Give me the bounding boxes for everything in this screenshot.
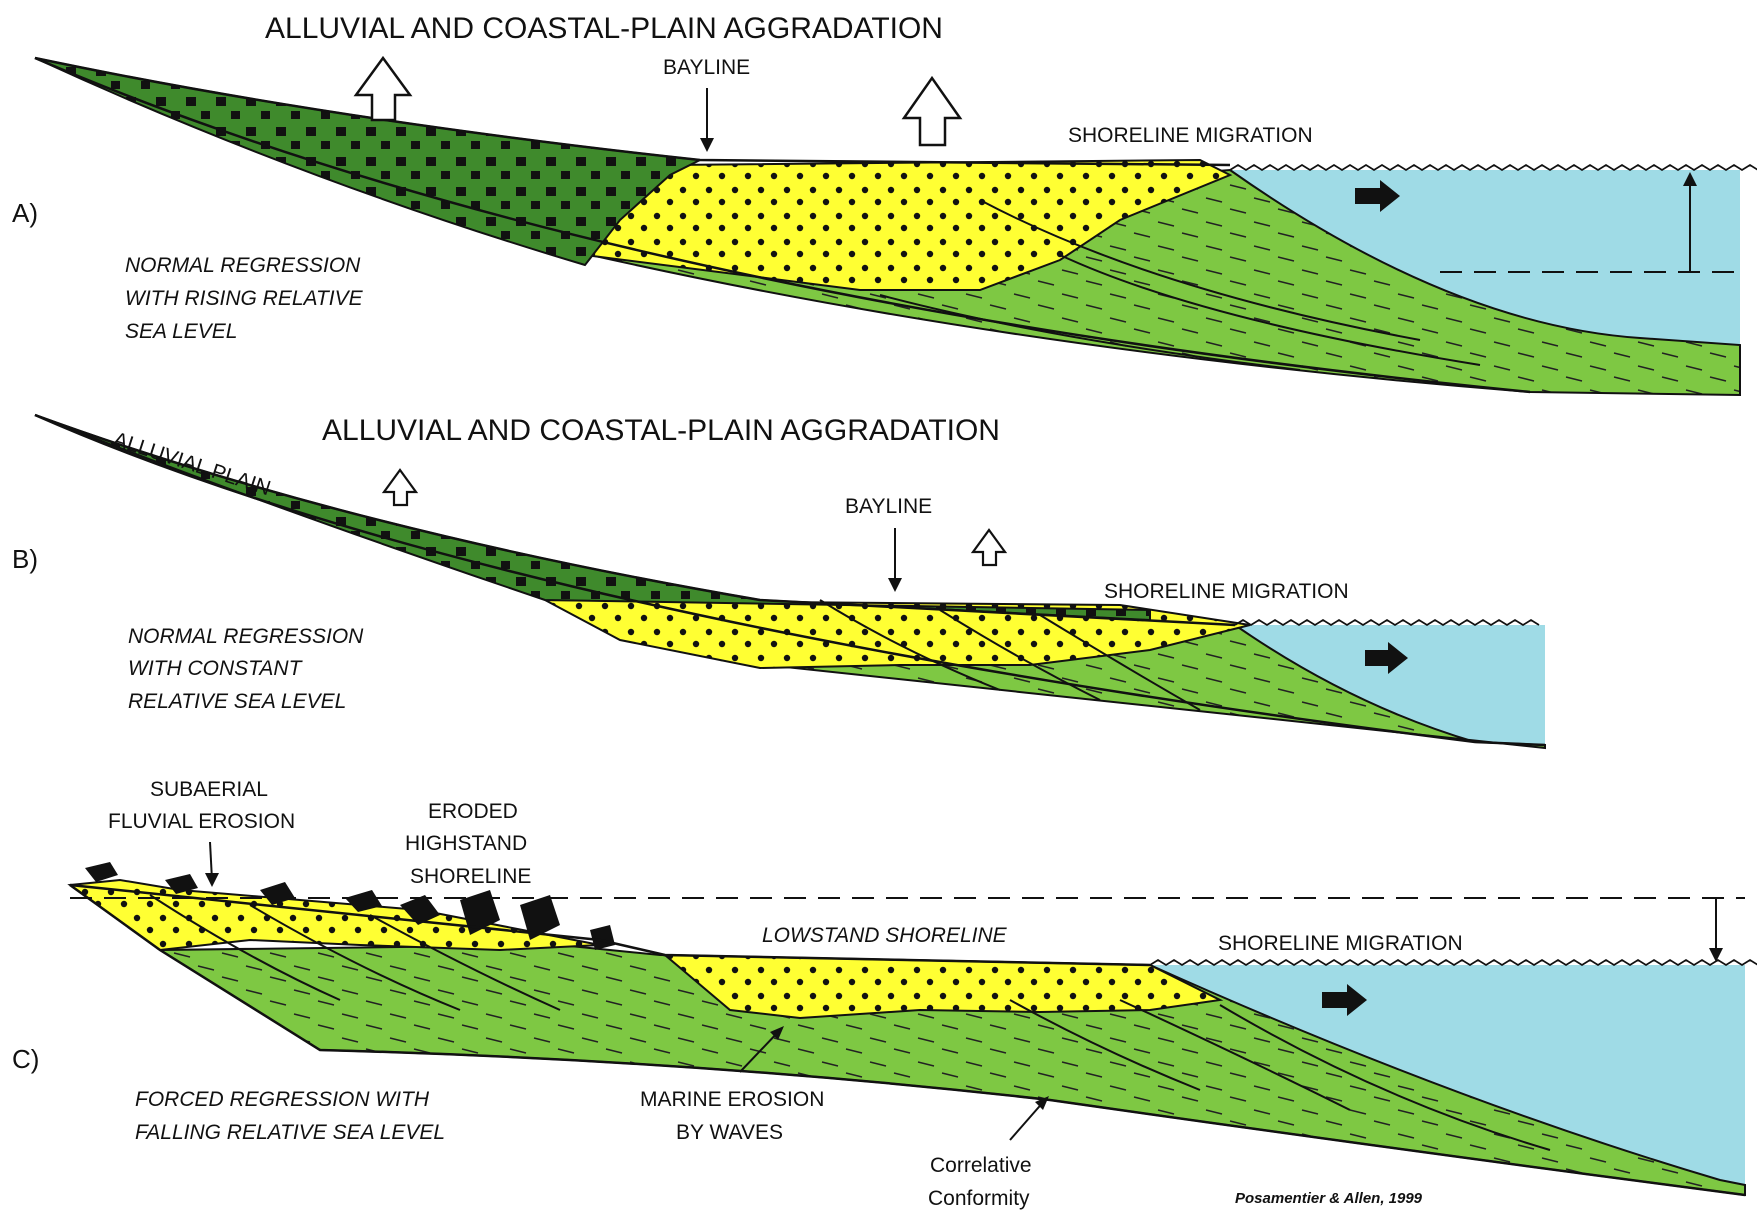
panel-a-bayline-arrowhead [700,138,714,152]
panel-c-sea-surface [1150,960,1757,965]
panel-a-aggradation-arrow-icon-2 [904,78,960,145]
panel-b-aggradation-arrow-icon-2 [973,530,1005,565]
panel-c-lowstand-shoreline-label: LOWSTAND SHORELINE [762,924,1008,947]
panel-c-caption-line-2: FALLING RELATIVE SEA LEVEL [135,1121,445,1144]
panel-b-title: ALLUVIAL AND COASTAL-PLAIN AGGRADATION [322,414,1000,447]
panel-b-letter: B) [12,544,38,574]
panel-b-sea-surface [1235,620,1539,625]
panel-b-caption-line-2: WITH CONSTANT [128,657,304,680]
panel-b-caption-line-3: RELATIVE SEA LEVEL [128,690,346,713]
panel-b: ALLUVIAL AND COASTAL-PLAIN AGGRADATION A… [12,414,1545,748]
panel-c-eroded-line-1: ERODED [428,800,518,823]
panel-c-highstand-sand [70,880,600,950]
panel-c-subaerial-line-1: SUBAERIAL [150,778,268,801]
panel-a-shoreline-migration-label: SHORELINE MIGRATION [1068,124,1313,147]
panel-b-alluvial-plain-label: ALLUVIAL PLAIN [110,428,273,500]
panel-c-correlative-line-1: Correlative [930,1154,1032,1177]
panel-a-bayline-label: BAYLINE [663,56,750,79]
panel-b-shoreline-migration-label: SHORELINE MIGRATION [1104,580,1349,603]
panel-c: SUBAERIAL FLUVIAL EROSION ERODED HIGHSTA… [12,778,1757,1210]
panel-c-sea-level-fall-arrowhead [1709,948,1723,962]
panel-c-subaerial-line-2: FLUVIAL EROSION [108,810,295,833]
panel-a-caption-line-1: NORMAL REGRESSION [125,254,361,277]
panel-c-marine-erosion-line-1: MARINE EROSION [640,1088,824,1111]
panel-c-marine-erosion-line-2: BY WAVES [676,1121,783,1144]
panel-c-letter: C) [12,1044,39,1074]
panel-b-aggradation-arrow-icon [384,470,416,505]
panel-a: ALLUVIAL AND COASTAL-PLAIN AGGRADATION B… [12,12,1757,395]
panel-a-title: ALLUVIAL AND COASTAL-PLAIN AGGRADATION [265,12,943,45]
panel-c-eroded-line-2: HIGHSTAND [405,832,527,855]
panel-b-bayline-arrowhead [888,578,902,592]
panel-c-eroded-line-3: SHORELINE [410,865,531,888]
panel-c-shoreline-migration-label: SHORELINE MIGRATION [1218,932,1463,955]
panel-a-caption-line-3: SEA LEVEL [125,320,237,343]
panel-a-letter: A) [12,198,38,228]
panel-c-caption-line-1: FORCED REGRESSION WITH [135,1088,430,1111]
panel-a-caption-line-2: WITH RISING RELATIVE [125,287,364,310]
credit-label: Posamentier & Allen, 1999 [1235,1190,1423,1207]
panel-a-aggradation-arrow-icon [356,58,410,120]
panel-c-correlative-line-2: Conformity [928,1187,1030,1210]
panel-a-sea-surface [1230,165,1757,170]
panel-b-caption-line-1: NORMAL REGRESSION [128,625,364,648]
panel-c-subaerial-erosion-arrowhead [205,873,219,887]
panel-b-bayline-label: BAYLINE [845,495,932,518]
